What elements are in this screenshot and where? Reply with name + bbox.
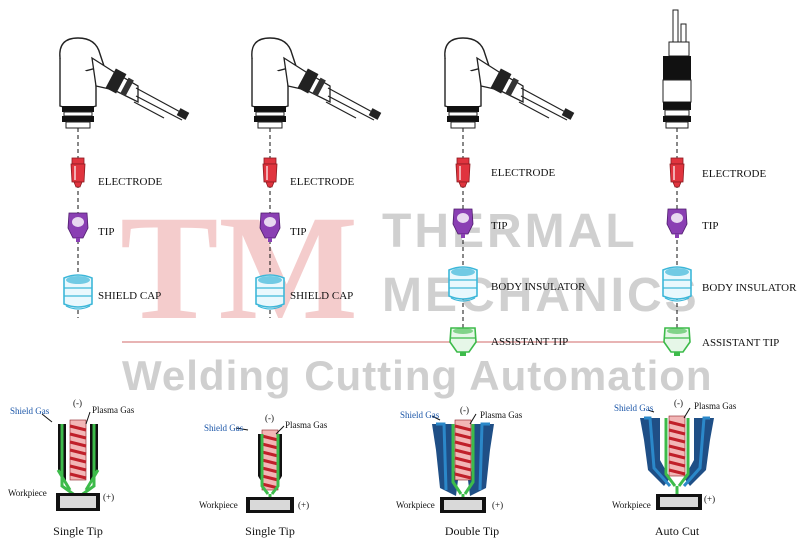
positive-label-2: (+) [298,500,310,510]
torch-head-3 [444,37,575,129]
shield-gas-label-4: Shield Gas [614,403,654,413]
label-shield-cap-2: SHIELD CAP [290,290,354,302]
assistant-tip-part-3 [449,327,477,357]
body-insulator-part-4 [662,266,692,302]
tip-part-2 [259,212,281,243]
negative-label-1: (-) [73,398,82,408]
electrode-part-2 [262,157,278,188]
label-electrode-3: ELECTRODE [491,167,556,179]
workpiece-label-4: Workpiece [612,500,651,510]
section-auto-cut [640,407,714,510]
positive-label-1: (+) [103,492,115,502]
caption-2: Single Tip [245,524,295,538]
section-single-tip-2 [235,425,298,513]
workpiece-label-2: Workpiece [199,500,238,510]
negative-label-2: (-) [265,413,274,423]
label-tip-1: TIP [98,226,115,238]
electrode-part-3 [455,157,471,188]
negative-label-4: (-) [674,398,683,408]
shield-gas-label-2: Shield Gas [204,423,244,433]
label-tip-3: TIP [491,220,508,232]
assistant-tip-part-4 [663,327,691,357]
negative-label-3: (-) [460,405,469,415]
label-body-insulator-4: BODY INSULATOR [702,282,797,294]
label-body-insulator-3: BODY INSULATOR [491,281,586,293]
torch-head-1 [59,37,190,129]
watermark-rule [122,341,682,343]
watermark-line-2: MECHANICS [382,269,700,322]
label-assistant-tip-3: ASSISTANT TIP [491,336,569,348]
electrode-part-1 [70,157,86,188]
plasma-gas-label-4: Plasma Gas [694,401,737,411]
caption-4: Auto Cut [654,524,700,538]
watermark-logo-text: TM [120,206,358,326]
caption-3: Double Tip [444,524,500,538]
caption-1: Single Tip [53,524,103,538]
section-single-tip-1 [40,411,116,511]
shield-cap-part-1 [63,274,93,310]
watermark-line-3: Welding Cutting Automation [122,352,713,399]
section-double-tip [431,413,494,513]
workpiece-label-1: Workpiece [8,488,47,498]
electrode-part-4 [669,157,685,188]
shield-cap-part-2 [255,274,285,310]
label-electrode-4: ELECTRODE [702,168,767,180]
tip-part-3 [452,208,474,239]
plasma-gas-label-3: Plasma Gas [480,410,523,420]
workpiece-label-3: Workpiece [396,500,435,510]
label-assistant-tip-4: ASSISTANT TIP [702,337,780,349]
label-electrode-1: ELECTRODE [98,176,163,188]
watermark-logo: TM [120,206,358,326]
plasma-gas-label-2: Plasma Gas [285,420,328,430]
shield-gas-label-3: Shield Gas [400,410,440,420]
watermark-line-1: THERMAL [382,205,638,258]
tip-part-4 [666,208,688,239]
plasma-gas-label-1: Plasma Gas [92,405,135,415]
torch-straight-4 [662,9,692,129]
tip-part-1 [67,212,89,243]
label-electrode-2: ELECTRODE [290,176,355,188]
torch-head-2 [251,37,382,129]
label-tip-2: TIP [290,226,307,238]
positive-label-4: (+) [704,494,716,504]
label-tip-4: TIP [702,220,719,232]
positive-label-3: (+) [492,500,504,510]
label-shield-cap-1: SHIELD CAP [98,290,162,302]
shield-gas-label-1: Shield Gas [10,406,50,416]
body-insulator-part-3 [448,266,478,302]
